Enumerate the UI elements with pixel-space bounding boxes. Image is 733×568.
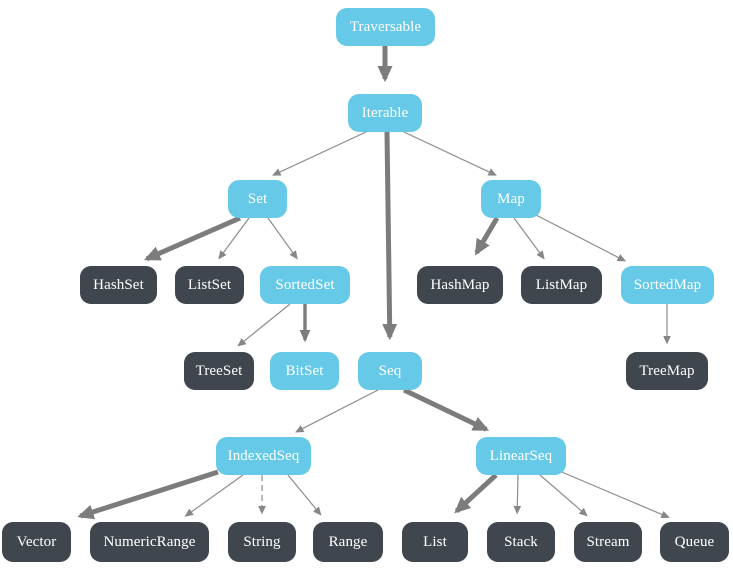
node-label: Iterable: [361, 104, 409, 121]
node-range[interactable]: Range: [313, 522, 383, 562]
node-set[interactable]: Set: [228, 180, 287, 218]
node-linearseq[interactable]: LinearSeq: [476, 437, 566, 475]
node-treeset[interactable]: TreeSet: [184, 352, 254, 390]
node-traversable[interactable]: Traversable: [336, 8, 435, 46]
node-label: LinearSeq: [489, 447, 553, 464]
node-label: IndexedSeq: [227, 447, 300, 464]
node-label: Stack: [504, 533, 538, 550]
node-numericrange[interactable]: NumericRange: [90, 522, 209, 562]
node-label: BitSet: [285, 362, 324, 379]
node-label: SortedMap: [633, 276, 702, 293]
node-queue[interactable]: Queue: [660, 522, 729, 562]
node-stack[interactable]: Stack: [487, 522, 555, 562]
node-label: Stream: [586, 533, 630, 550]
node-seq[interactable]: Seq: [358, 352, 422, 390]
node-vector[interactable]: Vector: [2, 522, 71, 562]
node-iterable[interactable]: Iterable: [348, 94, 422, 132]
edge-linearseq-to-stream: [539, 474, 588, 517]
edge-linearseq-to-list: [454, 473, 498, 514]
node-label: Range: [328, 533, 368, 550]
edge-set-to-sortedset: [267, 217, 298, 260]
edge-map-to-hashmap: [474, 216, 500, 256]
node-sortedmap[interactable]: SortedMap: [621, 266, 714, 304]
node-label: TreeMap: [639, 362, 695, 379]
edge-map-to-listmap: [513, 217, 545, 260]
node-hashset[interactable]: HashSet: [80, 266, 157, 304]
node-listset[interactable]: ListSet: [175, 266, 244, 304]
node-label: TreeSet: [195, 362, 243, 379]
node-stream[interactable]: Stream: [574, 522, 642, 562]
node-label: Seq: [378, 362, 402, 379]
node-label: List: [423, 533, 447, 550]
node-list[interactable]: List: [402, 522, 468, 562]
node-label: NumericRange: [103, 533, 196, 550]
node-label: Traversable: [349, 18, 422, 35]
edge-seq-to-indexedseq: [294, 389, 379, 433]
node-label: String: [243, 533, 281, 550]
node-map[interactable]: Map: [481, 180, 541, 218]
edge-indexedseq-to-range: [287, 474, 322, 516]
edge-iterable-to-set: [272, 131, 367, 176]
node-label: HashMap: [430, 276, 490, 293]
node-label: HashSet: [93, 276, 144, 293]
edge-map-to-sortedmap: [535, 214, 627, 262]
node-string[interactable]: String: [228, 522, 296, 562]
node-listmap[interactable]: ListMap: [521, 266, 602, 304]
edge-indexedseq-to-numericrange: [184, 474, 244, 517]
edge-linearseq-to-queue: [556, 469, 670, 519]
node-label: Vector: [16, 533, 57, 550]
node-label: Set: [247, 190, 268, 207]
edge-linearseq-to-stack: [513, 474, 522, 515]
edge-sortedset-to-treeset: [237, 303, 291, 347]
node-label: ListMap: [535, 276, 588, 293]
node-indexedseq[interactable]: IndexedSeq: [216, 437, 311, 475]
node-treemap[interactable]: TreeMap: [626, 352, 708, 390]
edge-iterable-to-seq: [382, 131, 398, 341]
node-sortedset[interactable]: SortedSet: [260, 266, 350, 304]
node-label: ListSet: [187, 276, 232, 293]
node-label: Map: [497, 190, 525, 207]
edge-seq-to-linearseq: [402, 387, 490, 432]
edge-indexedseq-to-vector: [77, 469, 219, 520]
edge-iterable-to-map: [403, 131, 497, 176]
edge-set-to-listset: [218, 217, 250, 260]
node-bitset[interactable]: BitSet: [270, 352, 339, 390]
node-label: SortedSet: [275, 276, 335, 293]
edge-set-to-hashset: [143, 215, 242, 262]
node-label: Queue: [674, 533, 715, 550]
node-hashmap[interactable]: HashMap: [417, 266, 503, 304]
